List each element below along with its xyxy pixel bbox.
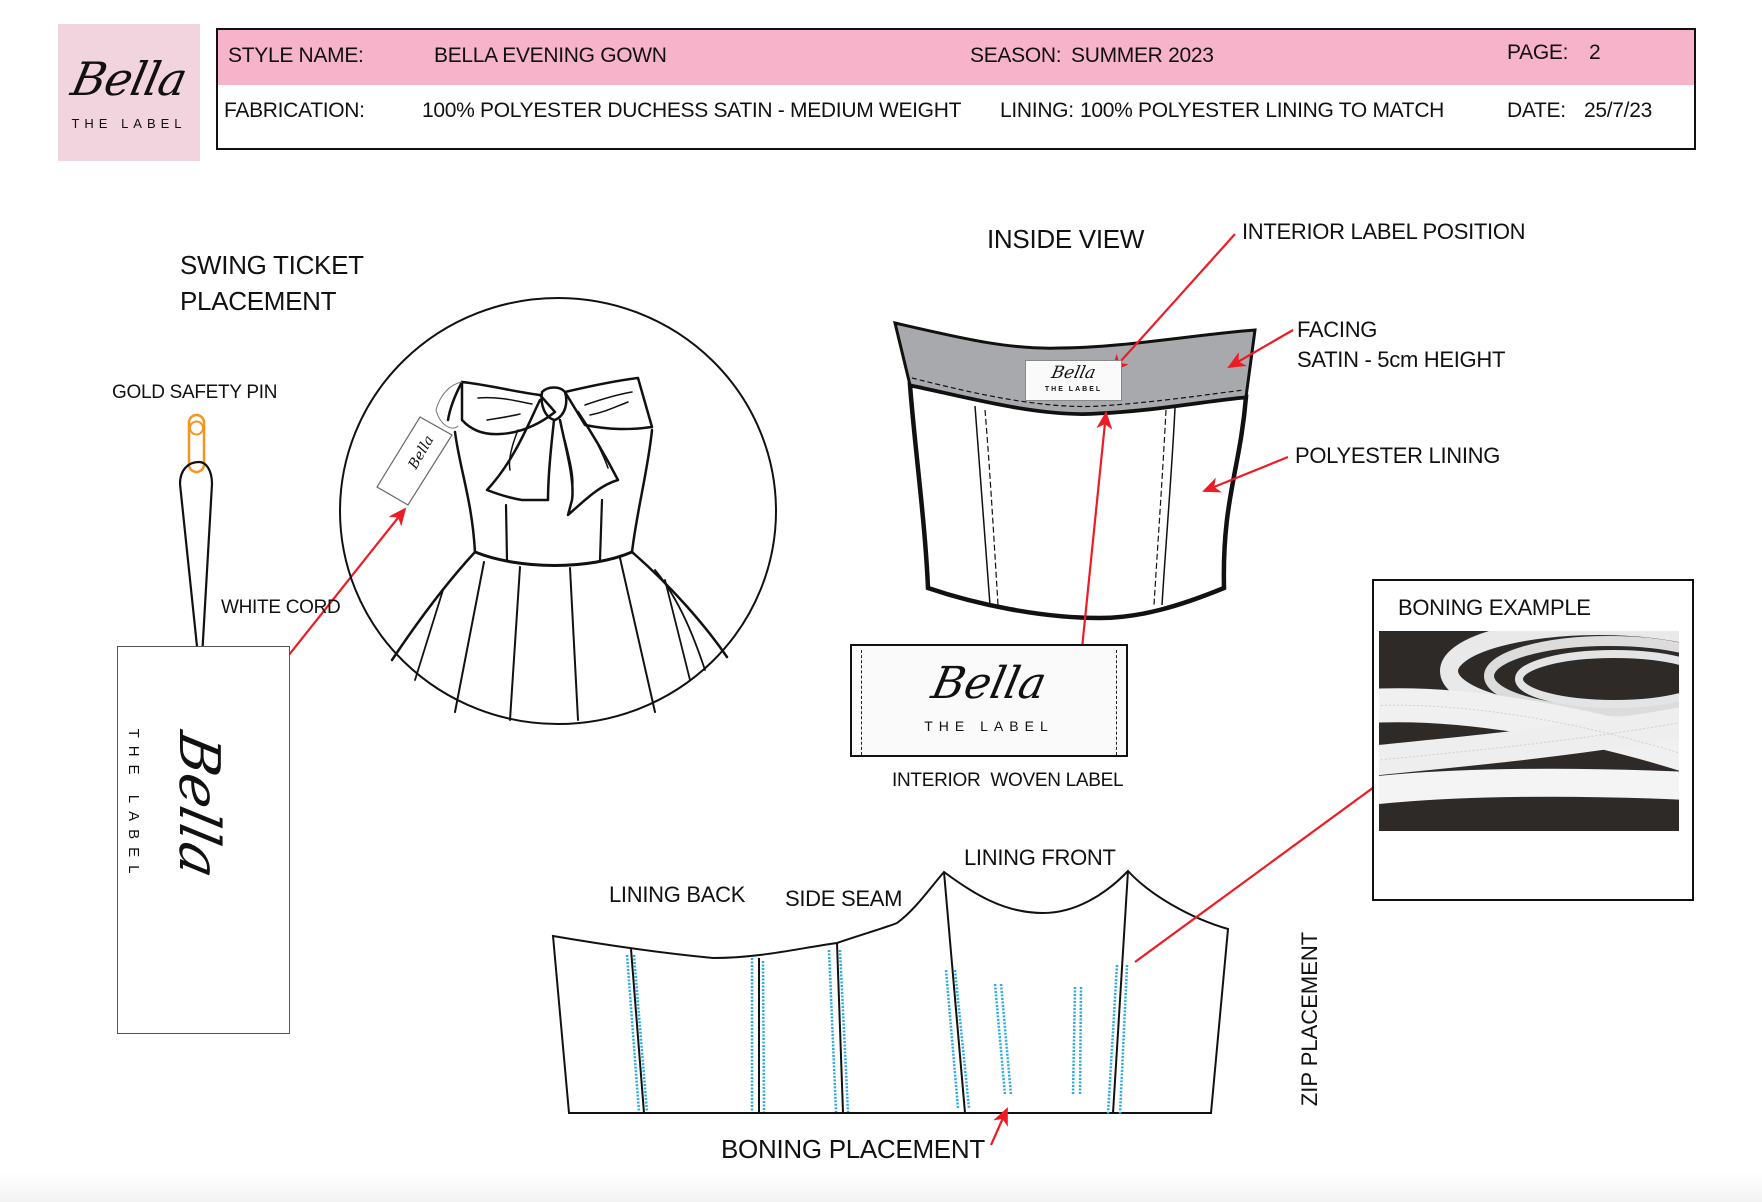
boning-lines-icon bbox=[625, 949, 1129, 1115]
boning-example-box: BONING EXAMPLE bbox=[1372, 579, 1694, 901]
logo-subtitle: THE LABEL bbox=[71, 116, 187, 131]
boning-example-title: BONING EXAMPLE bbox=[1398, 595, 1591, 620]
fabrication-value: 100% POLYESTER DUCHESS SATIN - MEDIUM WE… bbox=[422, 99, 962, 122]
ticket-subtitle: THE LABEL bbox=[125, 728, 142, 882]
swing-ticket-title-line2: PLACEMENT bbox=[180, 286, 337, 316]
side-seam-label: SIDE SEAM bbox=[785, 886, 903, 911]
lining-value: 100% POLYESTER LINING TO MATCH bbox=[1080, 99, 1445, 122]
boning-placement-label: BONING PLACEMENT bbox=[721, 1134, 985, 1164]
season-value: SUMMER 2023 bbox=[1071, 44, 1214, 67]
header-pink-band bbox=[218, 30, 1694, 85]
mini-label-script: Bella bbox=[1049, 363, 1098, 383]
ticket-script-text: Bella bbox=[166, 726, 231, 884]
lining-front-label: LINING FRONT bbox=[964, 845, 1116, 870]
swing-ticket: Bella THE LABEL bbox=[117, 646, 290, 1034]
interior-woven-label: Bella THE LABEL bbox=[850, 644, 1128, 757]
dress-sketch-icon bbox=[390, 376, 729, 721]
spec-header-table: STYLE NAME: BELLA EVENING GOWN SEASON: S… bbox=[216, 28, 1696, 150]
lining-label: LINING: bbox=[1000, 99, 1074, 122]
dress-swing-tag-icon: Bella bbox=[376, 381, 463, 506]
date-label: DATE: bbox=[1507, 99, 1566, 122]
dress-detail-circle bbox=[339, 297, 777, 725]
lining-back-label: LINING BACK bbox=[609, 882, 746, 907]
page-value: 2 bbox=[1589, 41, 1601, 64]
stitch-line-left bbox=[861, 650, 862, 755]
date-value: 25/7/23 bbox=[1584, 99, 1652, 122]
swing-ticket-title-line1: SWING TICKET bbox=[180, 250, 364, 280]
brand-logo: Bella THE LABEL bbox=[58, 24, 200, 161]
interior-woven-label-caption: INTERIOR WOVEN LABEL bbox=[892, 770, 1124, 791]
stitch-line-right bbox=[1116, 650, 1117, 755]
ticket-brand: Bella THE LABEL bbox=[118, 695, 231, 915]
style-name-label: STYLE NAME: bbox=[228, 44, 364, 67]
facing-label: FACING bbox=[1297, 317, 1378, 342]
gold-safety-pin-icon bbox=[187, 413, 206, 474]
fabrication-label: FABRICATION: bbox=[224, 99, 365, 122]
facing-detail-label: SATIN - 5cm HEIGHT bbox=[1297, 347, 1506, 372]
zip-placement-label: ZIP PLACEMENT bbox=[1297, 931, 1322, 1107]
mini-label-sub: THE LABEL bbox=[1044, 386, 1103, 393]
white-cord-icon bbox=[178, 460, 214, 677]
gold-safety-pin-label: GOLD SAFETY PIN bbox=[112, 382, 278, 403]
white-cord-label: WHITE CORD bbox=[221, 597, 341, 618]
polyester-lining-label: POLYESTER LINING bbox=[1295, 443, 1501, 468]
inside-view-title: INSIDE VIEW bbox=[987, 224, 1145, 254]
page-bottom-fade bbox=[0, 1172, 1762, 1202]
interior-label-position-label: INTERIOR LABEL POSITION bbox=[1242, 219, 1526, 244]
season-label: SEASON: bbox=[970, 44, 1062, 67]
woven-label-script: Bella bbox=[927, 658, 1051, 709]
interior-label-position-icon: Bella THE LABEL bbox=[1025, 360, 1122, 401]
style-name-value: BELLA EVENING GOWN bbox=[434, 44, 667, 67]
woven-label-sub: THE LABEL bbox=[924, 718, 1054, 734]
page-label: PAGE: bbox=[1507, 41, 1569, 64]
lining-pattern-icon bbox=[551, 869, 1230, 1114]
boning-photo-image bbox=[1379, 631, 1679, 831]
